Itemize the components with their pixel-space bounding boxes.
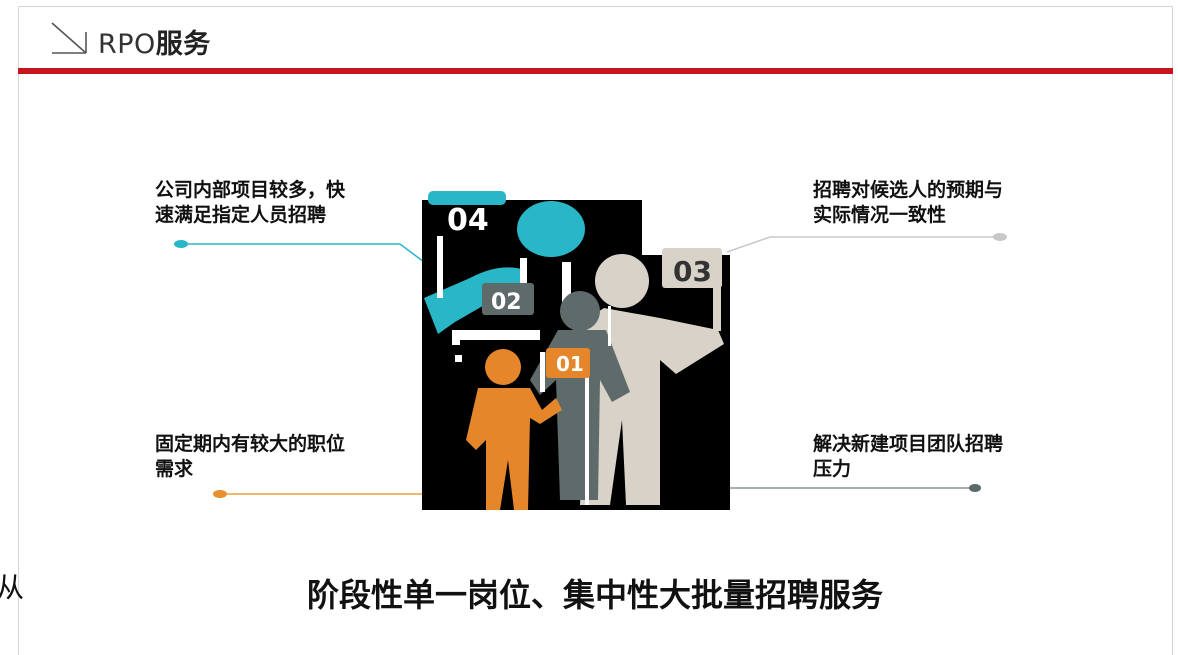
callout-top-right-line2: 实际情况一致性	[813, 204, 947, 226]
callout-bottom-left-line1: 固定期内有较大的职位	[155, 433, 346, 455]
page-title-latin: RPO	[98, 29, 156, 60]
callout-bottom-right-line2: 压力	[813, 458, 852, 480]
dot-top-right	[993, 233, 1007, 241]
title-arrow-icon	[51, 22, 87, 54]
sign-01-label: 01	[556, 352, 584, 376]
dot-top-left	[174, 240, 188, 248]
page-title-cjk: 服务	[155, 29, 211, 60]
sign-04-label: 04	[447, 203, 489, 238]
slide-frame	[18, 6, 1173, 655]
callout-bottom-left-line2: 需求	[155, 458, 194, 480]
sign-03-label: 03	[673, 255, 712, 288]
connector-top-right	[726, 236, 771, 253]
cropped-side-text: 从	[0, 571, 25, 604]
page-title: RPO服务	[98, 22, 211, 61]
callout-bottom-left: 固定期内有较大的职位 需求	[155, 432, 345, 482]
callout-top-right-line1: 招聘对候选人的预期与	[813, 179, 1004, 201]
dot-bottom-right	[969, 484, 981, 492]
header-red-rule	[18, 68, 1173, 74]
callout-top-left-line1: 公司内部项目较多，快	[155, 179, 346, 201]
orange-person-01: 01	[466, 348, 590, 510]
callout-bottom-right-line1: 解决新建项目团队招聘	[813, 433, 1004, 455]
main-headline: 阶段性单一岗位、集中性大批量招聘服务	[306, 576, 883, 614]
callout-top-right: 招聘对候选人的预期与 实际情况一致性	[813, 178, 1003, 228]
callout-top-left: 公司内部项目较多，快 速满足指定人员招聘	[155, 178, 345, 228]
dot-bottom-left	[213, 490, 227, 498]
sign-02-label: 02	[491, 290, 522, 315]
callout-bottom-right: 解决新建项目团队招聘 压力	[813, 432, 1003, 482]
callout-top-left-line2: 速满足指定人员招聘	[155, 204, 327, 226]
